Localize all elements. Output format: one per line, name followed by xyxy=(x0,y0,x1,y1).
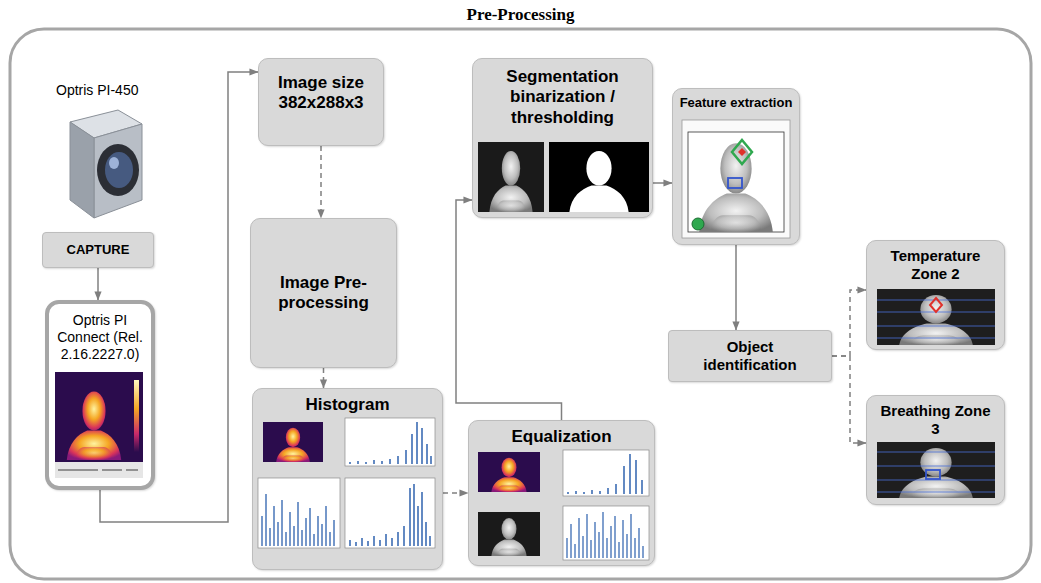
software-screenshot xyxy=(55,372,143,478)
histogram-bars xyxy=(350,484,430,546)
thermal-thumb xyxy=(478,452,540,492)
flow-arrow xyxy=(97,268,99,300)
histogram-bars xyxy=(350,422,431,464)
greyscale-thumb xyxy=(478,142,544,212)
dashed-arrow xyxy=(443,492,468,494)
node-text: Image Pre-processing xyxy=(256,273,391,314)
screenshot-ground xyxy=(55,372,143,478)
chart-panel xyxy=(345,478,435,548)
greyscale-figure xyxy=(489,151,532,212)
camera-glass xyxy=(105,152,133,188)
dashed-arrow xyxy=(320,146,322,218)
node-text: Temperature Zone 2 xyxy=(880,247,992,283)
node-text: Object identification xyxy=(685,338,815,374)
temperature-image xyxy=(877,289,995,345)
lens-highlight xyxy=(109,157,119,169)
camera-top xyxy=(70,110,142,138)
camera-front xyxy=(94,124,142,218)
chart-panel xyxy=(258,478,340,548)
capture-box: CAPTURE xyxy=(42,232,154,268)
equalization-panels xyxy=(478,450,649,560)
node-text: Image size 382x288x3 xyxy=(265,73,377,114)
diagram-title: Pre-Processing xyxy=(0,5,1041,25)
node-text: Feature extraction xyxy=(680,95,793,111)
greyscale-thumb xyxy=(478,512,540,556)
process-box: Object identification xyxy=(668,330,832,382)
histogram-bars xyxy=(262,494,334,546)
node-text: Equalization xyxy=(477,427,647,447)
breathing-image xyxy=(877,442,995,498)
mask-figure xyxy=(569,151,628,212)
flow-arrow xyxy=(653,182,672,184)
process-box: Feature extraction xyxy=(672,88,800,245)
zone-marker xyxy=(930,298,942,312)
dashed-arrow xyxy=(832,290,866,356)
feature-marker xyxy=(732,140,752,164)
zone-lines xyxy=(877,300,995,338)
node-text: Optris PI Connect (Rel. 2.16.2227.0) xyxy=(51,312,149,362)
chart-panel xyxy=(563,450,649,496)
histogram-bars xyxy=(568,454,642,494)
camera-side xyxy=(70,122,94,218)
binary-mask xyxy=(549,142,649,212)
feature-image xyxy=(682,120,790,238)
software-box: Optris PI Connect (Rel. 2.16.2227.0) xyxy=(45,300,155,490)
camera-lens xyxy=(97,144,139,196)
node-text: Segmentation binarization / thresholding xyxy=(480,67,645,128)
histogram-bars xyxy=(567,512,643,558)
feature-marker xyxy=(728,178,742,188)
node-text: Histogram xyxy=(263,395,433,415)
flow-arrow xyxy=(735,245,737,330)
color-scale xyxy=(134,380,139,452)
camera-icon xyxy=(70,110,142,218)
node-text: CAPTURE xyxy=(48,242,148,258)
histogram-panels xyxy=(258,418,435,548)
process-box: Image Pre-processing xyxy=(250,218,397,368)
flow-arrow xyxy=(456,200,562,420)
output-box: Temperature Zone 2 xyxy=(866,240,1005,350)
image-frame xyxy=(682,120,790,238)
zone-lines xyxy=(877,452,995,492)
dashed-arrow xyxy=(323,368,325,388)
dashed-arrow xyxy=(832,356,866,443)
greyscale-figure xyxy=(899,448,973,498)
process-box: Histogram xyxy=(252,388,443,570)
process-box: Segmentation binarization / thresholding xyxy=(472,58,653,218)
output-box: Breathing Zone 3 xyxy=(866,395,1005,505)
feature-marker xyxy=(692,218,704,230)
zone-marker xyxy=(926,470,940,479)
greyscale-figure xyxy=(699,143,773,232)
process-box: Image size 382x288x3 xyxy=(258,58,384,146)
chart-panel xyxy=(563,506,649,560)
thermal-figure xyxy=(276,428,310,462)
node-text: Breathing Zone 3 xyxy=(880,402,992,438)
image-ground xyxy=(877,442,995,498)
frame-outline xyxy=(10,29,1031,579)
toolbar-lines xyxy=(58,469,138,471)
thermal-thumb xyxy=(263,422,323,462)
device-label: Optris PI-450 xyxy=(56,82,138,99)
greyscale-figure xyxy=(899,295,973,345)
thermal-figure xyxy=(67,392,121,460)
feature-marker xyxy=(738,148,746,156)
greyscale-figure xyxy=(491,518,526,556)
toolbar-strip xyxy=(55,462,143,478)
image-ground xyxy=(877,289,995,345)
process-box: Equalization xyxy=(468,420,655,566)
image-ground xyxy=(688,132,784,232)
segmentation-panels xyxy=(478,142,649,212)
thermal-figure xyxy=(491,458,526,492)
chart-panel xyxy=(345,418,435,466)
